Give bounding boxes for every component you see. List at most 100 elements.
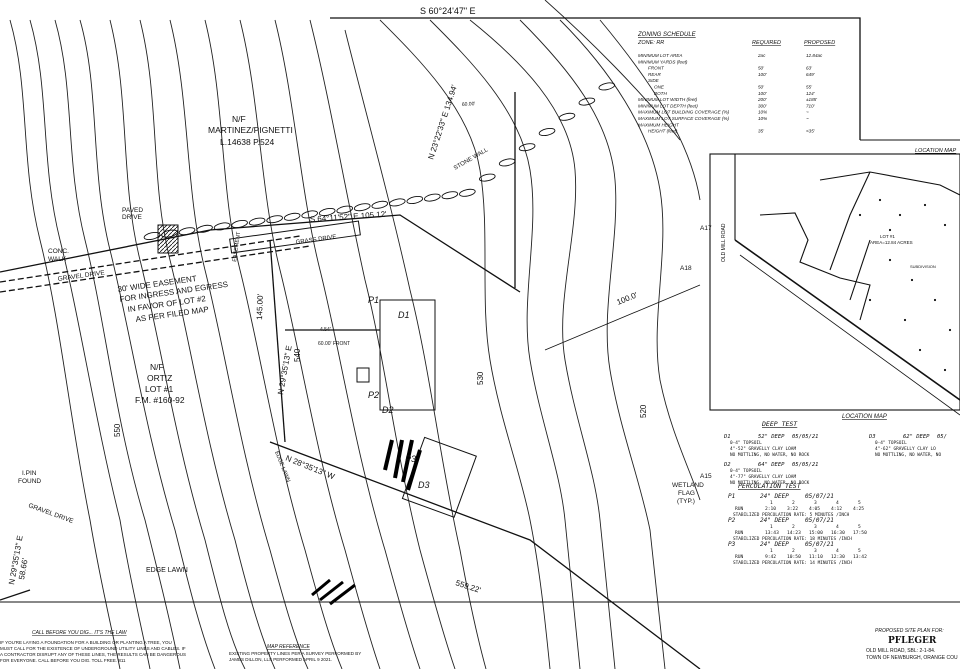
stone-wall-stone [498, 158, 516, 167]
contour-line [469, 19, 616, 669]
property-line [0, 214, 521, 293]
deep-test-date: 05/05/21 [792, 462, 819, 468]
contour-line [9, 19, 121, 669]
stone-wall-stone [248, 217, 266, 226]
perc-run-number: 3 [814, 500, 817, 506]
contour-line [204, 19, 343, 669]
distance-side: 4.54' [320, 327, 331, 333]
neighbor-lot: LOT #1 [145, 384, 173, 394]
title-block-line: TOWN OF NEWBURGH, ORANGE COU [866, 655, 958, 661]
contour-line [429, 19, 581, 669]
zoning-row-proposed: ~ [806, 116, 809, 121]
perc-test-id: P1 [728, 493, 735, 500]
contour-line [544, 0, 681, 141]
perc-run-label: RUN [735, 554, 744, 560]
map-ref-line: EXISTING PROPERTY LINES PER A SURVEY PER… [229, 651, 361, 656]
stone-wall-stone [518, 143, 536, 152]
distance-145: 145.00' [255, 293, 265, 320]
perc-run-number: 2 [792, 524, 795, 530]
zoning-row-label: MINIMUM LOT DEPTH (feet) [638, 103, 698, 108]
bearing-wall-line: S 64°11'52" E 105.12' [310, 210, 388, 224]
zoning-row-required: 50' [758, 85, 764, 90]
stone-wall-stone [598, 82, 616, 91]
perc-run-time: 4:05 [809, 506, 820, 512]
contour-label: 550 [113, 423, 122, 437]
easement-line [0, 235, 301, 283]
zoning-row-proposed: 63' [806, 66, 812, 71]
flag-label: A17 [700, 225, 712, 232]
location-map-lot: LOT #1 [880, 234, 895, 239]
zoning-row-label: MAXIMUM LOT BUILDING COVERAGE (%) [638, 110, 730, 115]
flag-label: A18 [680, 265, 692, 272]
perc-run-number: 1 [770, 548, 773, 554]
map-ref-line: JAMES DILLON, LLS PERFORMED APRIL 9 2021… [229, 657, 332, 662]
perc-test-date: 05/07/21 [805, 493, 834, 500]
property-line [269, 239, 286, 443]
perc-run-time: 2:10 [765, 506, 776, 512]
perc-run-time: 9:42 [765, 554, 776, 560]
location-map-dot [923, 203, 927, 207]
edge-lawn-label: EDGE LAWN [146, 567, 188, 574]
perc-run-label: RUN [735, 530, 744, 536]
neighbor-nf: N/F [232, 114, 246, 124]
test-point-label: D1 [398, 310, 410, 320]
zoning-row-required: 10% [758, 110, 767, 115]
location-map-frame [709, 153, 960, 411]
perc-run-number: 5 [858, 500, 861, 506]
zoning-row-label: SIDE [648, 78, 660, 83]
perc-rate: STABILIZED PERCOLATION RATE: 14 MINUTES … [733, 560, 852, 566]
stone-wall-stone [301, 210, 318, 219]
perc-run-number: 1 [770, 500, 773, 506]
grass-drive-label: GRASS DRIVE [295, 234, 336, 246]
stone-wall-stone [424, 193, 441, 202]
zoning-row-label: MINIMUM LOT WIDTH (feet) [638, 97, 698, 102]
stone-wall-stone [441, 191, 459, 200]
stone-wall-stone [538, 128, 556, 136]
perc-test-title: PERCOLATION TEST [738, 482, 802, 490]
contour-line [559, 19, 701, 501]
location-map-dot [878, 198, 882, 202]
zoning-title: ZONING SCHEDULE [637, 32, 697, 38]
easement-line [0, 245, 311, 293]
zoning-col-proposed: PROPOSED [804, 40, 835, 46]
zoning-row-proposed: <35' [806, 129, 815, 134]
deep-test-depth: 52" DEEP [758, 434, 785, 440]
zoning-row-proposed: 55' [806, 85, 812, 90]
zoning-row-proposed: ±185' [806, 97, 817, 102]
contour-line [519, 19, 666, 669]
perc-test-id: P3 [728, 541, 736, 548]
stone-wall-stone [336, 205, 354, 214]
deep-test-date: 05/ [937, 434, 947, 440]
call-title: CALL BEFORE YOU DIG... IT'S THE LAW [32, 630, 128, 636]
zoning-row-proposed: ~ [806, 110, 809, 115]
contour-line [109, 19, 246, 669]
deep-test-line: 4"-77" GRAVELLY CLAY LOAM [730, 474, 796, 480]
location-map-dot [888, 258, 892, 262]
zoning-row-label: HEIGHT (feet) [648, 129, 678, 134]
stone-wall [143, 82, 616, 240]
deep-test-line: 4"-52" GRAVELLY CLAY LOAM [730, 446, 796, 452]
wetland-label: (TYP.) [677, 498, 695, 505]
perc-run-time: 17:50 [853, 530, 867, 536]
zoning-row-label: MAXIMUM HEIGHT [638, 122, 680, 127]
title-block-line: PROPOSED SITE PLAN FOR: [875, 628, 944, 634]
zoning-row-proposed: 649' [806, 72, 815, 77]
contour-line [169, 19, 309, 669]
title-block-line: OLD MILL ROAD, SBL: 2-1-84. [866, 648, 935, 654]
perc-run-time: 14:23 [787, 530, 801, 536]
stone-wall-stone [231, 220, 248, 228]
zoning-row-label: MINIMUM YARDS (feet) [638, 59, 688, 64]
perc-rate: STABILIZED PERCOLATION RATE: 5 MINUTES /… [733, 512, 850, 518]
stone-wall-stone [196, 224, 213, 233]
perc-run-time: 3:22 [787, 506, 798, 512]
contour-line [54, 19, 181, 669]
title-block-name: PFLEGER [888, 636, 937, 646]
location-map-dot [943, 223, 947, 227]
trench [393, 439, 404, 479]
zoning-row-required: 50' [758, 66, 764, 71]
ipin-label: FOUND [18, 478, 41, 485]
property-line [0, 589, 31, 601]
contour-label: 520 [639, 404, 648, 418]
stone-wall-stone [318, 208, 336, 216]
